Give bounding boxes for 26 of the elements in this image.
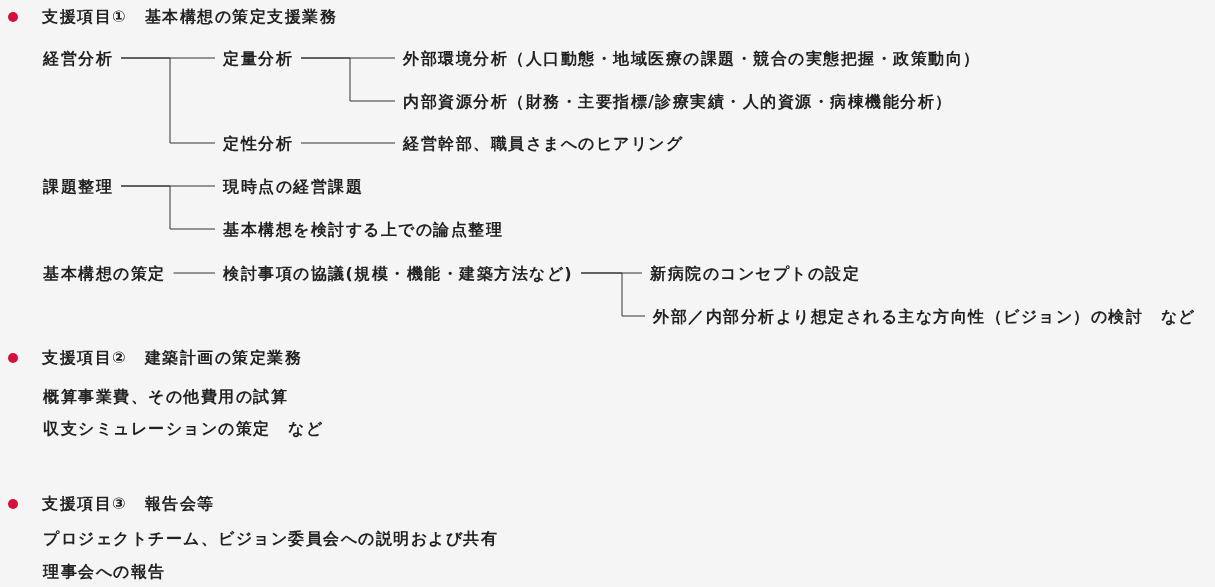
item-text: 理事会への報告 <box>43 561 166 583</box>
tree-label: 外部／内部分析より想定される主な方向性（ビジョン）の検討 など <box>653 306 1196 328</box>
tree-label: 基本構想の策定 <box>43 263 166 285</box>
section-heading: 支援項目① 基本構想の策定支援業務 <box>42 6 338 28</box>
tree-label: 現時点の経営課題 <box>223 176 363 198</box>
tree-label: 定量分析 <box>223 48 293 70</box>
tree-label: 検討事項の協議(規模・機能・建築方法など) <box>223 263 574 285</box>
tree-label: 基本構想を検討する上での論点整理 <box>223 219 503 241</box>
connector-line <box>120 185 216 230</box>
connector-line <box>300 57 396 102</box>
tree-label: 課題整理 <box>43 176 113 198</box>
item-text: プロジェクトチーム、ビジョン委員会への説明および共有 <box>43 528 498 550</box>
section-heading: 支援項目② 建築計画の策定業務 <box>42 347 303 369</box>
tree-label: 新病院のコンセプトの設定 <box>650 263 860 285</box>
section-heading: 支援項目③ 報告会等 <box>42 493 215 515</box>
item-text: 概算事業費、その他費用の試算 <box>43 386 288 408</box>
connector-line <box>300 142 396 144</box>
tree-label: 経営分析 <box>43 48 113 70</box>
tree-label: 内部資源分析（財務・主要指標/診療実績・人的資源・病棟機能分析） <box>403 91 953 113</box>
item-text: 収支シミュレーションの策定 など <box>43 418 323 440</box>
tree-label: 経営幹部、職員さまへのヒアリング <box>403 133 683 155</box>
tree-label: 定性分析 <box>223 133 293 155</box>
tree-label: 外部環境分析（人口動態・地域医療の課題・競合の実態把握・政策動向） <box>403 48 981 70</box>
connector-line <box>173 272 216 274</box>
connector-line <box>120 57 216 144</box>
connector-line <box>580 272 646 317</box>
